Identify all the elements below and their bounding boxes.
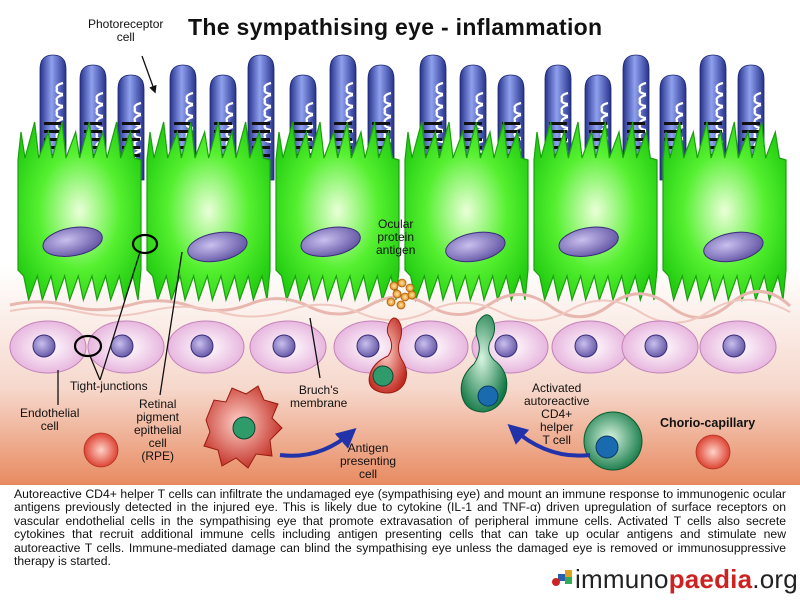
rpe-cell	[404, 121, 529, 303]
tight-junction-pointer-2	[89, 355, 101, 381]
rpe-layer	[17, 121, 787, 303]
endothelial-cell	[87, 320, 165, 374]
t-cell-migration-arrow	[507, 424, 591, 458]
bruchs-membrane-2	[9, 298, 791, 324]
ocular-antigen-cluster	[386, 278, 417, 310]
rpe-pointer	[159, 251, 183, 396]
rpe-nucleus	[703, 231, 764, 263]
rpe-nucleus	[445, 231, 506, 263]
rpe-nucleus	[300, 226, 361, 257]
endothelial-cell	[9, 320, 87, 374]
diagram-title: The sympathising eye - inflammation	[188, 14, 603, 40]
extravasating-t-cell	[460, 314, 508, 413]
t-cell-nucleus-1	[477, 385, 499, 407]
endothelial-cell	[699, 320, 777, 374]
endothelial-cell	[621, 320, 699, 374]
endothelial-cell	[391, 320, 469, 374]
bruchs-membrane	[9, 290, 792, 319]
rpe-cell	[146, 121, 271, 303]
bruchs-pointer	[309, 317, 321, 379]
endothelial-cell	[167, 320, 245, 374]
red-blood-cell-2	[695, 434, 731, 470]
caption-text: Autoreactive CD4+ helper T cells can inf…	[14, 487, 786, 569]
site-logo: immunopaedia.org	[575, 564, 798, 594]
rpe-nucleus	[558, 226, 619, 257]
tight-junction-pointer-1	[99, 251, 141, 381]
endothelial-cell	[249, 320, 327, 374]
photoreceptor-pointer	[141, 55, 157, 94]
endothelial-cell	[551, 320, 629, 374]
rpe-nucleus	[187, 231, 248, 263]
tight-junction-marker-2	[73, 334, 103, 358]
rpe-cell	[17, 121, 142, 303]
label-tight-junctions: Tight-junctions	[70, 379, 148, 393]
endothelial-layer	[9, 320, 777, 374]
rpe-cell	[662, 121, 787, 303]
diagram-svg	[0, 0, 800, 485]
apc-nucleus-1	[372, 365, 394, 387]
apc-nucleus-2	[232, 416, 256, 440]
t-cell-nucleus-2	[595, 435, 619, 459]
diagram-stage: The sympathising eye - inflammation Phot…	[0, 0, 800, 485]
red-blood-cell-1	[83, 432, 119, 468]
apc-migration-arrow	[279, 428, 357, 458]
label-chorio-capillary: Chorio-capillary	[660, 416, 756, 430]
rpe-cell	[275, 121, 400, 303]
tight-junction-marker-1	[131, 233, 159, 255]
rpe-cell	[533, 121, 658, 303]
rpe-nucleus	[42, 226, 103, 257]
logo-icon	[552, 570, 572, 586]
photoreceptor-rod	[419, 54, 447, 181]
